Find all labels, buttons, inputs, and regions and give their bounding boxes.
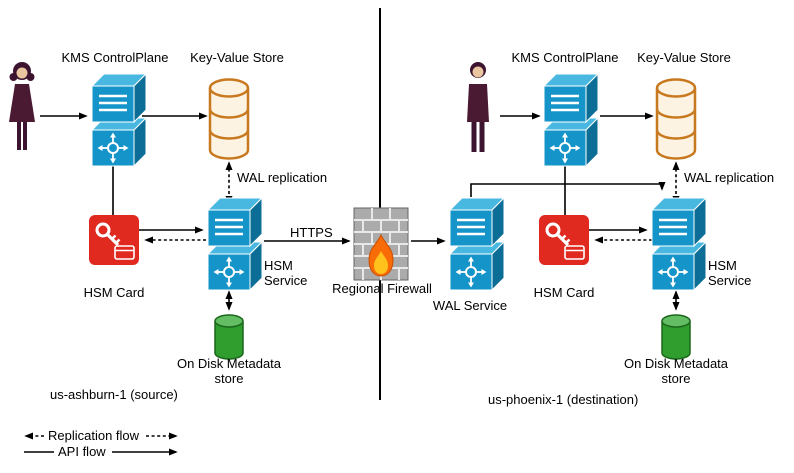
- hsm-card-node-destination: [538, 214, 590, 266]
- hsm-card-label-source: HSM Card: [83, 285, 145, 300]
- kms-controlplane-node-source: [90, 72, 152, 168]
- wal-replication-label-source: WAL replication: [237, 170, 328, 185]
- kv-store-icon: [207, 76, 251, 162]
- hsm-card-node-source: [88, 214, 140, 266]
- server-stack-icon: [206, 196, 268, 292]
- user-icon: [4, 60, 40, 156]
- hsm-service-label-destination: HSM Service: [708, 258, 752, 289]
- kv-store-icon: [654, 76, 698, 162]
- legend-api-label: API flow: [58, 444, 106, 459]
- https-label: HTTPS: [290, 225, 333, 240]
- kms-controlplane-node-destination: [542, 72, 604, 168]
- kv-store-label-source: Key-Value Store: [190, 50, 284, 65]
- kms-controlplane-label-source: KMS ControlPlane: [61, 50, 169, 65]
- hsm-service-label-source: HSM Service: [264, 258, 308, 289]
- disk-store-label-source: On Disk Metadata store: [176, 356, 282, 387]
- server-stack-icon: [650, 196, 712, 292]
- hsm-service-node-source: [206, 196, 268, 292]
- disk-store-icon: [660, 313, 692, 361]
- kv-store-node-source: [207, 76, 251, 162]
- hsm-card-icon: [538, 214, 590, 266]
- wal-service-node: [448, 196, 510, 292]
- hsm-service-node-destination: [650, 196, 712, 292]
- regional-firewall-node: [353, 207, 409, 281]
- legend-replication-label: Replication flow: [48, 428, 140, 443]
- hsm-card-icon: [88, 214, 140, 266]
- region-divider-line: [379, 8, 381, 400]
- server-stack-icon: [448, 196, 510, 292]
- user-icon: [460, 60, 496, 156]
- region-name-destination: us-phoenix-1 (destination): [488, 392, 639, 407]
- regional-firewall-label: Regional Firewall: [332, 281, 432, 296]
- user-node-source: [4, 60, 40, 156]
- disk-store-icon: [213, 313, 245, 361]
- disk-store-node-destination: [660, 313, 692, 361]
- server-stack-icon: [542, 72, 604, 168]
- firewall-icon: [353, 207, 409, 281]
- region-name-source: us-ashburn-1 (source): [50, 387, 178, 402]
- kv-store-label-destination: Key-Value Store: [637, 50, 731, 65]
- wal-replication-label-destination: WAL replication: [684, 170, 775, 185]
- server-stack-icon: [90, 72, 152, 168]
- hsm-card-label-destination: HSM Card: [533, 285, 595, 300]
- wal-service-label: WAL Service: [432, 298, 508, 313]
- kv-store-node-destination: [654, 76, 698, 162]
- user-node-destination: [460, 60, 496, 156]
- disk-store-label-destination: On Disk Metadata store: [623, 356, 729, 387]
- disk-store-node-source: [213, 313, 245, 361]
- kms-controlplane-label-destination: KMS ControlPlane: [511, 50, 619, 65]
